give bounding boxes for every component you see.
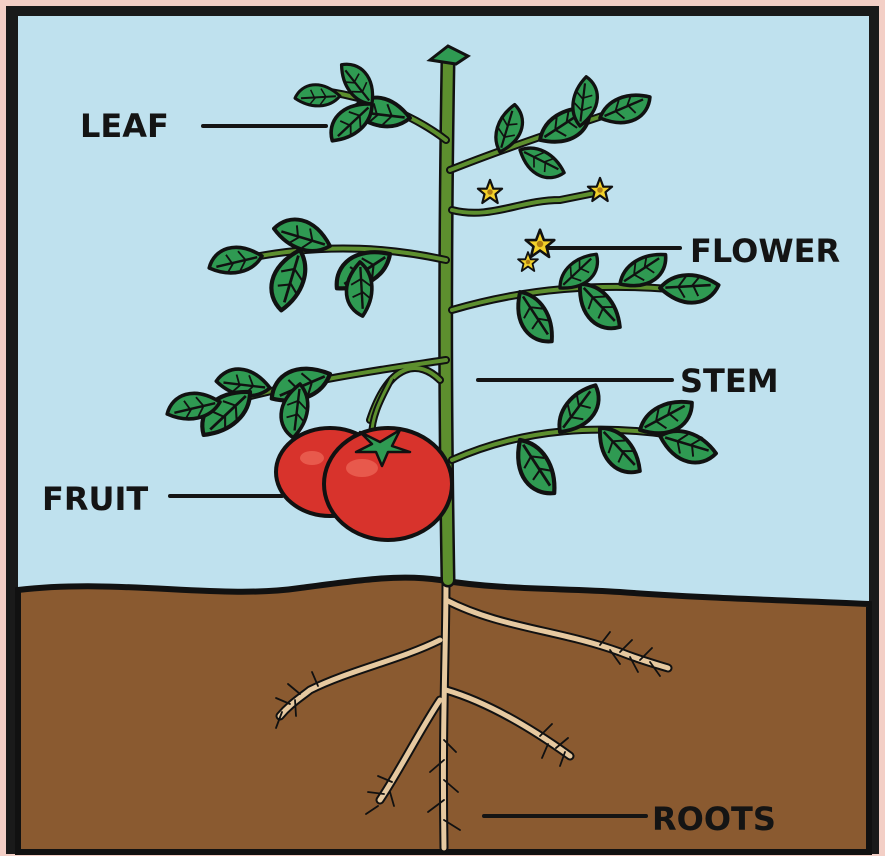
label-fruit: FRUIT (42, 480, 148, 518)
label-roots: ROOTS (652, 800, 776, 838)
label-stem: STEM (680, 362, 779, 400)
label-leaf: LEAF (80, 107, 169, 145)
label-flower: FLOWER (690, 232, 840, 270)
